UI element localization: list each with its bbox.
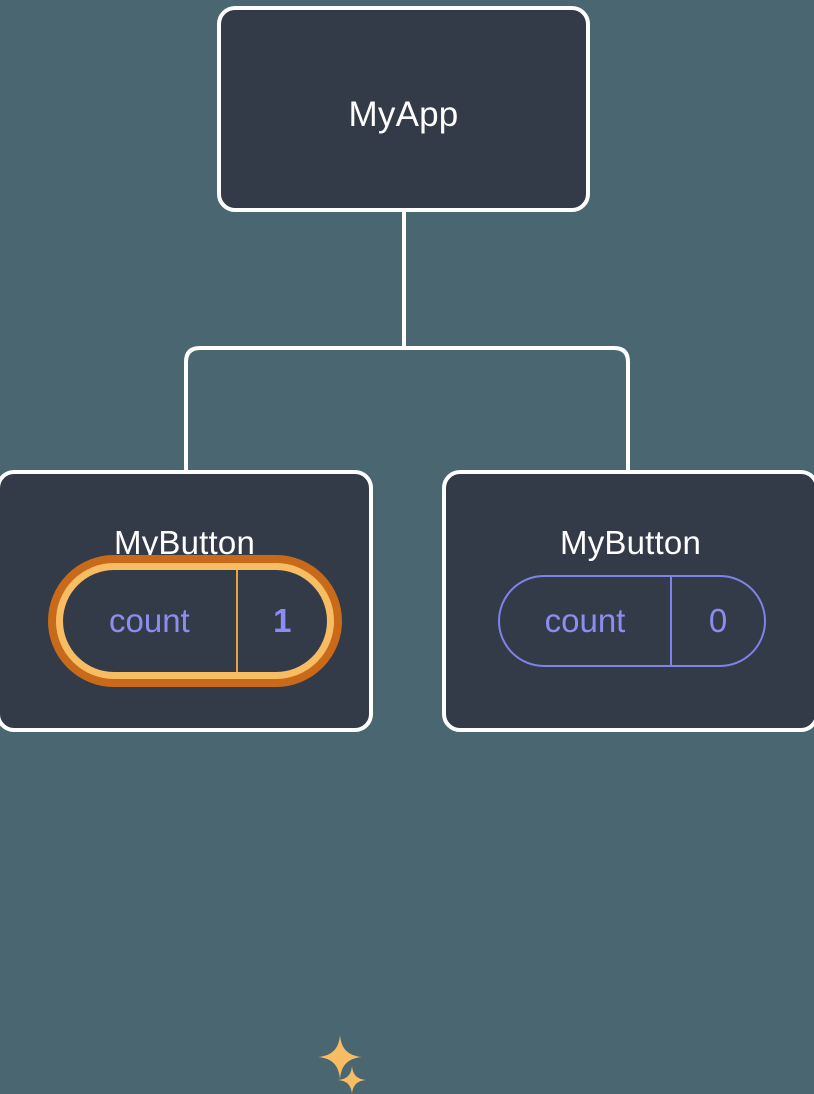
node-mybutton-left[interactable]: MyButton count 1 — [0, 470, 373, 1094]
connector-child-bracket — [184, 346, 630, 470]
node-myapp[interactable]: MyApp — [217, 6, 590, 212]
sparkle-icon — [338, 1066, 366, 1094]
state-badge-key: count — [63, 570, 238, 672]
node-mybutton-right-label: MyButton — [560, 524, 701, 561]
state-badge-key: count — [500, 577, 672, 665]
component-tree-diagram: MyApp MyButton count 1 MyButton count 0 — [0, 6, 814, 1094]
state-badge-value: 0 — [708, 602, 728, 639]
state-badge-inner: count 1 — [63, 570, 327, 672]
sparkle-icon — [318, 1035, 362, 1079]
state-badge-value: 1 — [273, 602, 292, 639]
state-badge-count-highlighted[interactable]: count 1 — [48, 555, 342, 687]
state-badge-count-plain[interactable]: count 0 — [498, 575, 766, 667]
node-myapp-label: MyApp — [348, 95, 459, 134]
node-mybutton-right[interactable]: MyButton count 0 — [442, 470, 814, 732]
